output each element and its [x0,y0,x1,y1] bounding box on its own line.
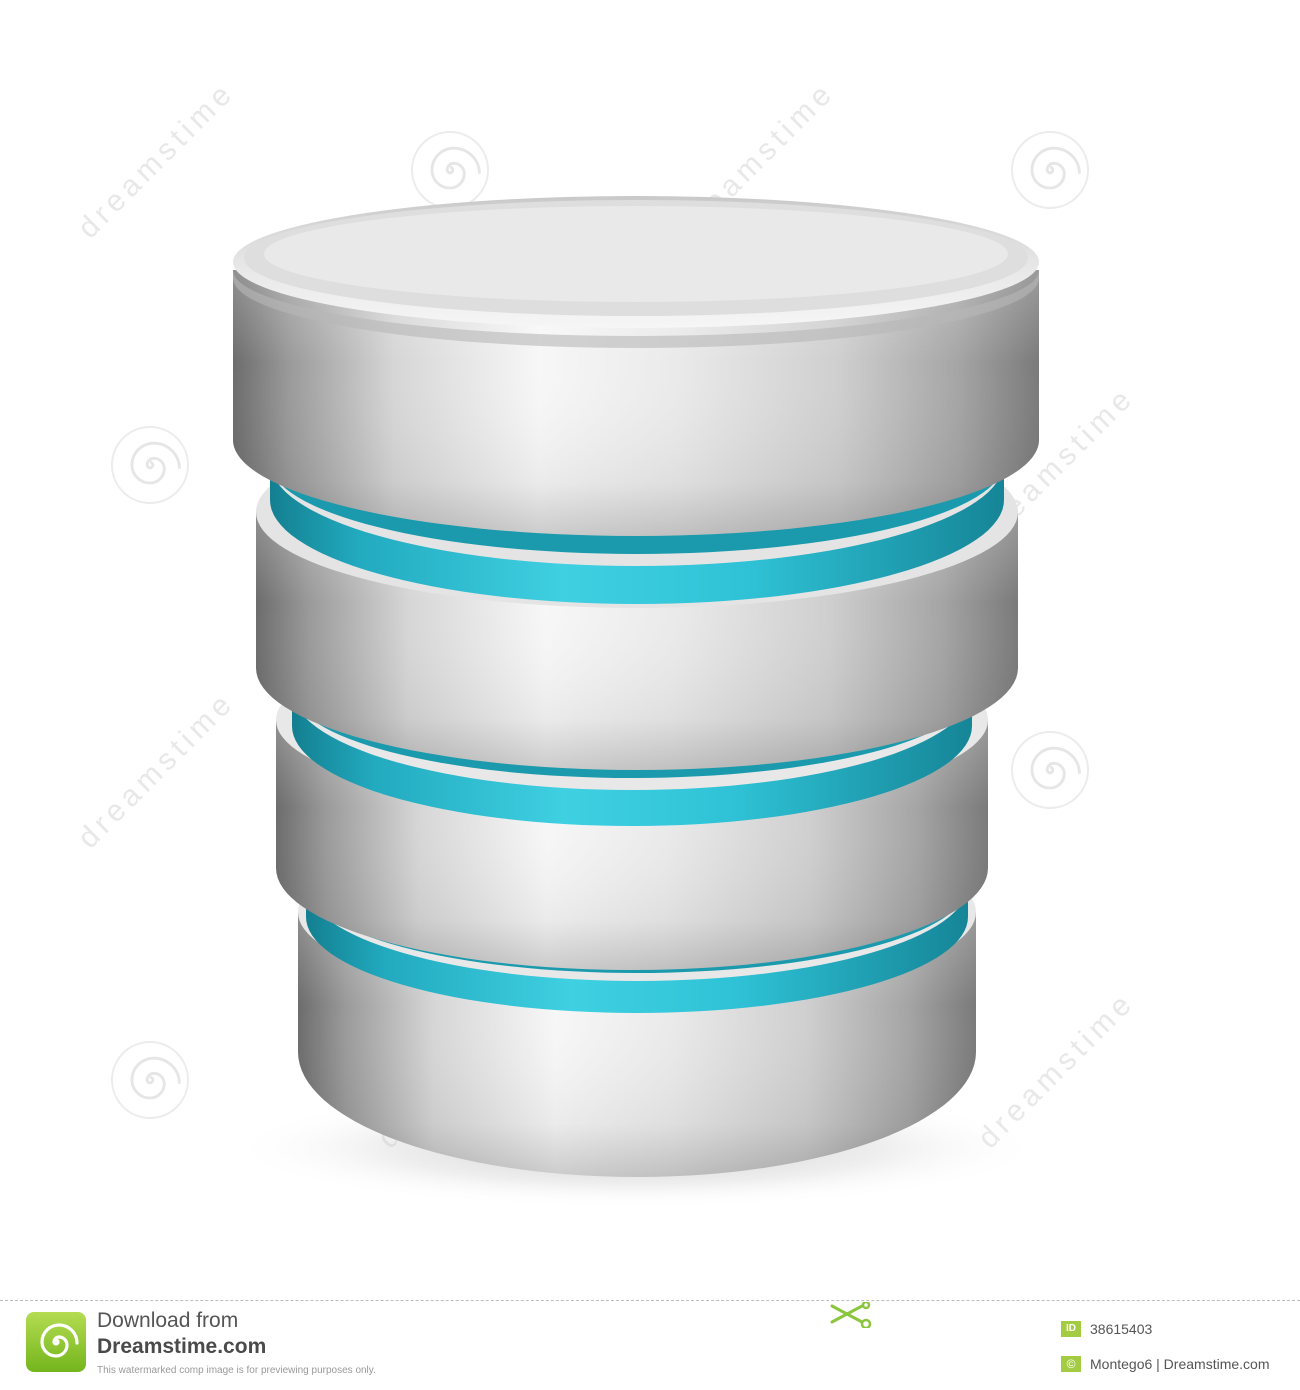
preview-disclaimer: This watermarked comp image is for previ… [97,1365,376,1376]
watermark-ring-icon [111,426,189,504]
spiral-logo-icon [130,441,181,485]
spiral-logo-icon [1030,146,1081,190]
spiral-logo-icon [1030,746,1081,790]
dreamstime-logo-icon [26,1312,86,1372]
spiral-logo-icon [130,1056,181,1100]
watermark-ring-icon [1011,731,1089,809]
watermark-ring-icon [111,1041,189,1119]
scissors-icon [830,1302,872,1328]
image-id: 38615403 [1090,1321,1153,1337]
watermark-text: dreamstime [72,75,242,245]
footer-divider [0,1300,1300,1301]
watermark-ring-icon [411,131,489,209]
spiral-logo-icon [430,146,481,190]
brand-name: Dreamstime.com [97,1335,267,1358]
id-badge: ID [1061,1321,1081,1337]
watermark-text: dreamstime [72,685,242,855]
photographer-credit: Montego6 | Dreamstime.com [1090,1356,1270,1372]
watermark-footer: Download from Dreamstime.com This waterm… [0,1302,1300,1390]
disk-top [233,196,1039,536]
watermark-ring-icon [1011,131,1089,209]
disk-stack [233,196,1039,1177]
download-label: Download from [97,1309,239,1332]
copyright-badge: © [1061,1356,1081,1372]
